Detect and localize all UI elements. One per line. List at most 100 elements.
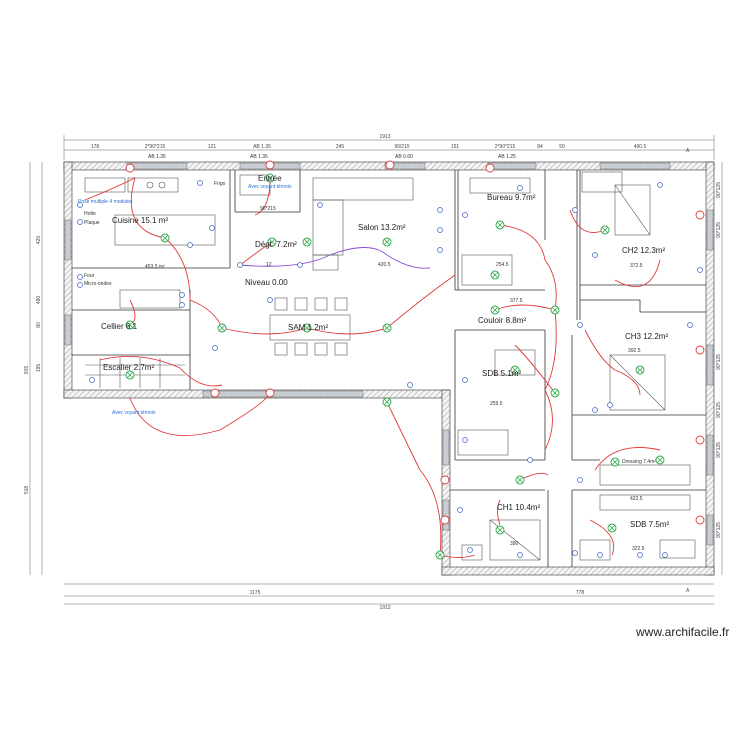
light-icon [550,305,560,315]
svg-text:420: 420 [36,236,42,245]
light-icon [217,323,227,333]
outlet-icon [607,402,613,408]
top-dimensions: 1913 178 2*90*215 121 AB 1.35 245 90/215… [63,134,715,160]
switch-icon [385,160,395,170]
outlet-icon [407,382,413,388]
outlet-icon [297,262,303,268]
outlet-icon [77,219,83,225]
outlet-icon [187,242,193,248]
room-cellier: Cellier 6.1 [101,322,138,331]
outlet-icon [527,457,533,463]
light-icon [490,305,500,315]
light-icon [125,320,135,330]
outlet-icon [437,207,443,213]
switch-icon [440,475,450,485]
outlet-icon [209,225,215,231]
svg-text:AB 1.35: AB 1.35 [148,154,166,160]
outlet-icon [77,282,83,288]
outlet-icon [462,212,468,218]
light-icon [610,457,620,467]
outlet-icon [267,297,273,303]
outlet-icon [462,437,468,443]
svg-text:90*125: 90*125 [716,442,722,458]
outlet-icon [462,377,468,383]
svg-text:453.5 m²: 453.5 m² [145,264,165,270]
outlet-icon [77,202,83,208]
switch-icon [695,210,705,220]
light-icon [382,323,392,333]
light-icon [382,397,392,407]
svg-text:490: 490 [36,296,42,305]
outlet-icon [572,550,578,556]
room-sdb2: SDB 7.5m² [630,520,669,529]
room-ch2: CH2 12.3m² [622,246,665,255]
svg-text:AB 0.60: AB 0.60 [395,154,413,160]
switch-icon [695,345,705,355]
outlet-icon [457,507,463,513]
light-icon [160,233,170,243]
light-icon [510,365,520,375]
room-ch3: CH3 12.2m² [625,332,668,341]
switch-icon [440,515,450,525]
outlet-icon [197,180,203,186]
svg-text:915: 915 [24,366,30,375]
light-icon [655,455,665,465]
outlet-icon [572,207,578,213]
outlet-icon [437,227,443,233]
room-bureau: Bureau 9.7m² [487,193,536,202]
svg-text:Four: Four [84,273,95,279]
light-icon [265,173,275,183]
section-marker-bottom: A [686,588,690,594]
outlet-icon [592,252,598,258]
svg-text:1913: 1913 [379,605,390,611]
svg-text:Plaque: Plaque [84,220,100,226]
svg-text:90*125: 90*125 [716,354,722,370]
left-dimensions: 420 490 80 195 915 518 [24,162,43,575]
svg-text:372.5: 372.5 [630,263,643,269]
level-label: Niveau 0.00 [245,278,288,287]
svg-text:90*125: 90*125 [716,522,722,538]
outlet-icon [597,552,603,558]
light-icon [382,237,392,247]
room-escalier: Escalier 2.7m² [103,363,154,372]
outlet-icon [657,182,663,188]
svg-text:AB 1.35: AB 1.35 [250,154,268,160]
outlet-icon [467,547,473,553]
light-icon [125,370,135,380]
svg-text:245: 245 [336,144,345,150]
kitchen-labels: Prise multiple 4 modules Hotte Plaque Fo… [78,181,226,287]
room-degt: Dégt. 7.2m² [255,240,297,249]
switch-icon [695,435,705,445]
outlet-icon [179,292,185,298]
svg-text:90*125: 90*125 [716,182,722,198]
svg-text:254.5: 254.5 [496,262,509,268]
svg-text:1175: 1175 [250,590,261,596]
switch-icon [265,388,275,398]
svg-text:778: 778 [576,590,585,596]
bottom-dimensions: 1175 778 1913 A [64,583,714,611]
room-sdb1: SDB 5.1m² [482,369,521,378]
outlet-icon [179,302,185,308]
switch-icon [265,160,275,170]
section-marker-top: A [686,148,690,154]
interior-walls [72,170,706,567]
svg-text:490.5: 490.5 [634,144,647,150]
svg-text:12: 12 [266,262,272,268]
furniture [84,171,696,561]
light-icon [515,475,525,485]
right-dimensions: 90*125 90*125 90*125 90*125 90*125 90*12… [716,162,723,575]
outlets [77,180,703,558]
light-icon [490,270,500,280]
svg-text:90*215: 90*215 [260,206,276,212]
light-icon [435,550,445,560]
switch-icon [695,515,705,525]
light-icon [600,225,610,235]
outlet-icon [437,247,443,253]
svg-text:178: 178 [91,144,100,150]
switch-icon [125,163,135,173]
light-icon [495,525,505,535]
svg-text:151: 151 [451,144,460,150]
room-sam: SAM 1.2m² [288,323,328,332]
switch-icon [485,163,495,173]
svg-text:420.5: 420.5 [378,262,391,268]
